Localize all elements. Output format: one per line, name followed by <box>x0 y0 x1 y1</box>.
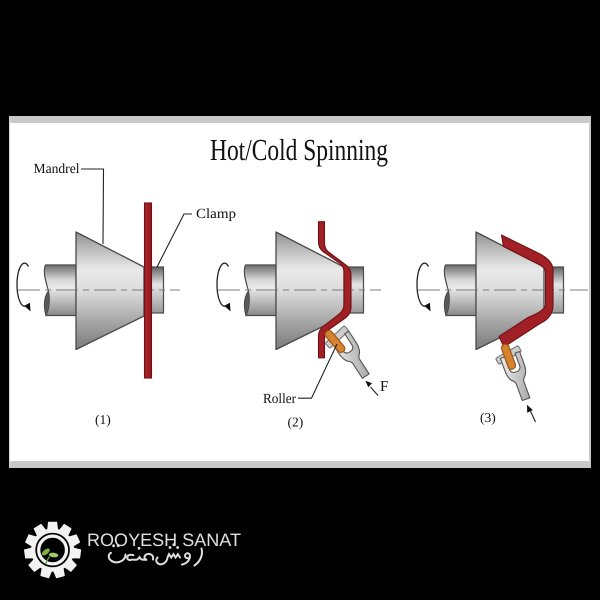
svg-text:(1): (1) <box>95 412 111 427</box>
svg-text:(3): (3) <box>480 410 496 425</box>
svg-text:Mandrel: Mandrel <box>34 162 80 177</box>
svg-text:(2): (2) <box>288 415 304 430</box>
svg-text:F: F <box>380 379 388 395</box>
svg-text:Hot/Cold Spinning: Hot/Cold Spinning <box>210 133 388 167</box>
svg-text:Roller: Roller <box>263 392 296 407</box>
svg-text:ROOYESH SANAT: ROOYESH SANAT <box>87 530 241 550</box>
svg-text:Clamp: Clamp <box>196 207 236 222</box>
